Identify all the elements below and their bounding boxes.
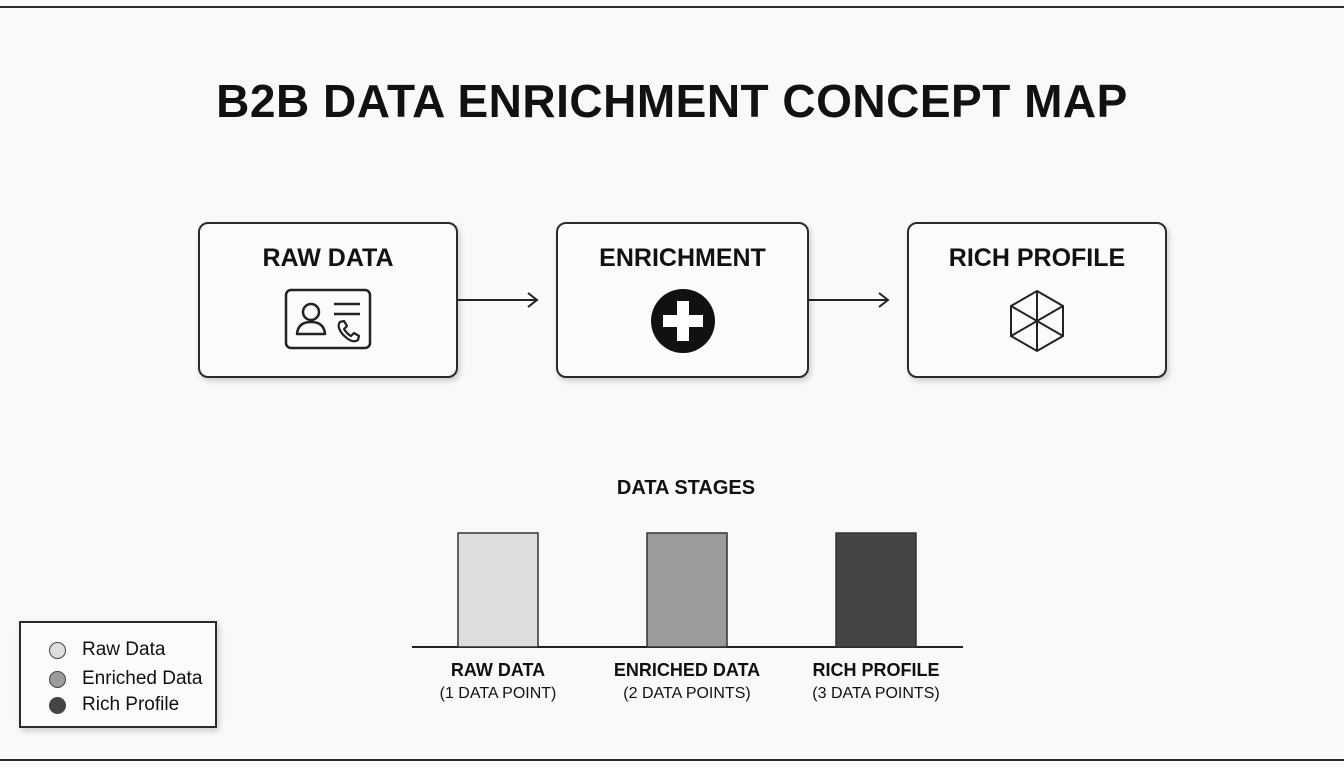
raw-data-node: RAW DATA	[198, 222, 458, 378]
legend-swatch-raw-data	[49, 641, 66, 659]
chart-bar-rich-profile	[835, 532, 917, 648]
legend-label-rich-profile: Rich Profile	[82, 694, 180, 715]
chart-category-sublabel: (3 DATA POINTS)	[812, 685, 939, 702]
top-rule	[0, 6, 1344, 8]
chart-category-sublabel: (2 DATA POINTS)	[623, 685, 750, 702]
raw-data-node-label: RAW DATA	[262, 244, 394, 272]
enrichment-node-label: ENRICHMENT	[599, 244, 766, 272]
chart-category-label: RICH PROFILE	[812, 660, 939, 680]
chart-bar-enriched-data	[646, 532, 728, 648]
legend-item-rich-profile: Rich Profile	[49, 693, 179, 717]
enrichment-node: ENRICHMENT	[556, 222, 809, 378]
chart-category-label: ENRICHED DATA	[614, 660, 760, 680]
contact-card-icon	[284, 288, 372, 355]
flow-arrow-2	[809, 292, 890, 308]
legend-item-enriched-data: Enriched Data	[49, 667, 202, 691]
legend-swatch-enriched-data	[49, 670, 66, 688]
rich-profile-node: RICH PROFILE	[907, 222, 1167, 378]
legend-swatch-rich-profile	[49, 696, 66, 714]
chart-title: DATA STAGES	[616, 477, 756, 499]
chart-bar-raw-data	[457, 532, 539, 648]
bottom-rule	[0, 759, 1344, 761]
legend-label-enriched-data: Enriched Data	[82, 668, 203, 689]
chart-category-label: RAW DATA	[451, 660, 545, 680]
legend: Raw Data Enriched Data Rich Profile	[19, 621, 217, 728]
flow-arrow-1	[458, 292, 539, 308]
plus-circle-icon	[650, 288, 716, 359]
data-stages-chart: RAW DATA (1 DATA POINT) ENRICHED DATA (2 DA…	[412, 532, 963, 702]
legend-item-raw-data: Raw Data	[49, 638, 165, 662]
rich-profile-node-label: RICH PROFILE	[948, 244, 1126, 272]
legend-label-raw-data: Raw Data	[82, 639, 166, 660]
page-title: B2B DATA ENRICHMENT CONCEPT MAP	[216, 75, 1128, 127]
hexagon-network-icon	[1004, 288, 1070, 359]
chart-category-sublabel: (1 DATA POINT)	[440, 685, 557, 702]
